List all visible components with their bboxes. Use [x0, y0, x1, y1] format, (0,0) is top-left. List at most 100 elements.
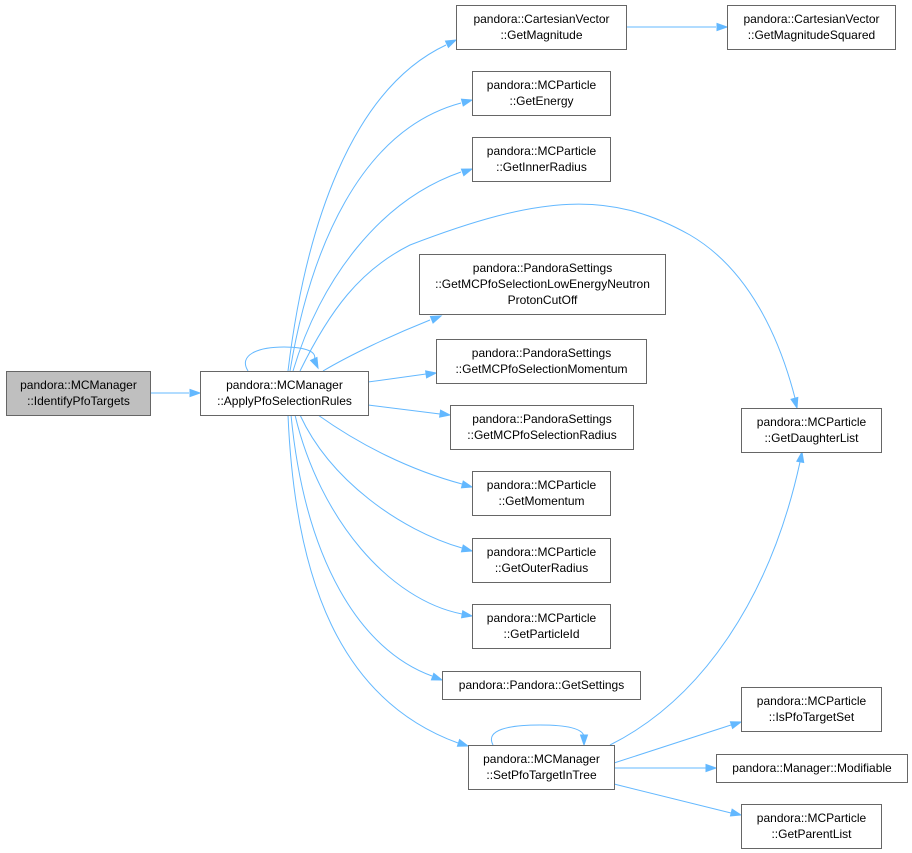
edge-arrowhead [430, 672, 444, 681]
edge-setPfoTarget-to-getParentList [613, 783, 743, 817]
edge-line [299, 203, 796, 399]
edge-apply-to-getMagnitude [287, 39, 458, 372]
node-label-line: ::GetMCPfoSelectionLowEnergyNeutron [435, 277, 650, 291]
node-label-line: ::GetMCPfoSelectionRadius [467, 428, 616, 442]
edge-arrowhead [460, 610, 474, 619]
node-getParentList[interactable]: pandora::MCParticle::GetParentList [741, 804, 882, 849]
node-box [741, 408, 882, 453]
node-getOuterRadius[interactable]: pandora::MCParticle::GetOuterRadius [472, 538, 611, 583]
node-label-line: pandora::CartesianVector [743, 12, 879, 26]
node-getMomentum[interactable]: pandora::MCParticle::GetMomentum [472, 471, 611, 516]
edge-arrowhead [309, 356, 319, 370]
node-label-line: pandora::MCParticle [757, 415, 867, 429]
edge-arrowhead [790, 396, 799, 410]
node-box [727, 5, 896, 50]
node-box [200, 371, 369, 416]
node-label-line: ::GetDaughterList [764, 431, 859, 445]
edge-line [322, 319, 431, 372]
edge-line [287, 44, 447, 372]
node-label-line: pandora::Manager::Modifiable [732, 761, 892, 775]
edge-line [609, 461, 801, 746]
node-label-line: ::GetMagnitude [500, 28, 582, 42]
node-box [6, 371, 151, 416]
edge-apply-to-getSelMomentum [367, 370, 438, 383]
node-getLowEnergyNeutron[interactable]: pandora::PandoraSettings::GetMCPfoSelect… [419, 254, 666, 315]
edge-apply-to-getDaughterList [299, 203, 799, 410]
edge-arrowhead [429, 315, 443, 324]
edge-line [317, 414, 463, 485]
node-getDaughterList[interactable]: pandora::MCParticle::GetDaughterList [741, 408, 882, 453]
edge-arrowhead [456, 738, 470, 747]
edge-apply-to-getSelRadius [367, 404, 452, 418]
node-label-line: ProtonCutOff [508, 293, 578, 307]
edge-apply-to-getOuterRadius [299, 414, 474, 553]
node-label-line: ::IsPfoTargetSet [769, 710, 855, 724]
edge-line [367, 404, 441, 415]
node-getParticleId[interactable]: pandora::MCParticle::GetParticleId [472, 604, 611, 649]
node-label-line: ::GetMomentum [498, 494, 584, 508]
node-box [468, 745, 615, 790]
edge-arrowhead [189, 388, 202, 398]
edge-line [490, 724, 585, 746]
edge-identify-to-apply [150, 388, 202, 398]
edges-layer [150, 22, 805, 817]
edge-arrowhead [579, 734, 589, 747]
edge-arrowhead [705, 763, 718, 773]
edge-setPfoTarget-to-getDaughterList [609, 450, 805, 746]
edge-arrowhead [460, 480, 474, 489]
node-label-line: ::GetInnerRadius [496, 160, 587, 174]
edge-line [294, 414, 463, 615]
node-label-line: pandora::MCParticle [487, 144, 597, 158]
edge-line [245, 346, 316, 372]
node-label-line: ::GetParticleId [503, 627, 579, 641]
edge-apply-to-getInnerRadius [292, 168, 474, 372]
node-getSettings[interactable]: pandora::Pandora::GetSettings [442, 671, 641, 700]
node-getMagnitudeSquared[interactable]: pandora::CartesianVector::GetMagnitudeSq… [727, 5, 896, 50]
node-label-line: pandora::MCManager [20, 378, 137, 392]
edge-setPfoTarget-to-isPfoTargetSet [613, 721, 743, 764]
edge-line [287, 414, 459, 744]
node-getEnergy[interactable]: pandora::MCParticle::GetEnergy [472, 71, 611, 116]
edge-line [613, 783, 732, 814]
node-label-line: pandora::MCParticle [487, 611, 597, 625]
edge-arrowhead [796, 450, 805, 464]
edge-arrowhead [460, 98, 474, 107]
node-apply[interactable]: pandora::MCManager::ApplyPfoSelectionRul… [200, 371, 369, 416]
node-box [472, 538, 611, 583]
node-setPfoTarget[interactable]: pandora::MCManager::SetPfoTargetInTree [468, 745, 615, 790]
node-getSelMomentum[interactable]: pandora::PandoraSettings::GetMCPfoSelect… [436, 339, 647, 384]
node-label-line: pandora::MCParticle [757, 694, 867, 708]
node-box [442, 671, 641, 700]
edge-apply-to-getLowEnergyNeutron [322, 315, 443, 372]
node-modifiable[interactable]: pandora::Manager::Modifiable [716, 754, 908, 783]
edge-line [367, 373, 427, 383]
node-label-line: pandora::Pandora::GetSettings [459, 678, 624, 692]
node-getMagnitude[interactable]: pandora::CartesianVector::GetMagnitude [456, 5, 627, 50]
edge-line [299, 414, 463, 549]
edge-apply-to-getSettings [290, 414, 444, 681]
node-identify[interactable]: pandora::MCManager::IdentifyPfoTargets [6, 371, 151, 416]
edge-setPfoTarget-to-modifiable [614, 763, 718, 773]
node-label-line: ::IdentifyPfoTargets [27, 394, 130, 408]
nodes-layer: pandora::MCManager::IdentifyPfoTargetspa… [6, 5, 908, 849]
node-box [741, 804, 882, 849]
node-label-line: ::GetParentList [771, 827, 852, 841]
node-label-line: ::ApplyPfoSelectionRules [217, 394, 352, 408]
edge-arrowhead [444, 39, 458, 49]
node-label-line: pandora::MCManager [483, 752, 600, 766]
edge-line [292, 171, 462, 372]
edge-apply-to-setPfoTarget [287, 414, 470, 747]
node-box [472, 471, 611, 516]
node-getInnerRadius[interactable]: pandora::MCParticle::GetInnerRadius [472, 137, 611, 182]
node-label-line: pandora::MCParticle [487, 545, 597, 559]
node-label-line: pandora::PandoraSettings [472, 412, 611, 426]
node-getSelRadius[interactable]: pandora::PandoraSettings::GetMCPfoSelect… [450, 405, 634, 450]
node-box [450, 405, 634, 450]
node-label-line: ::GetMagnitudeSquared [748, 28, 875, 42]
edge-apply-to-apply [245, 346, 319, 372]
node-label-line: pandora::MCParticle [757, 811, 867, 825]
node-label-line: ::SetPfoTargetInTree [486, 768, 597, 782]
edge-arrowhead [439, 409, 452, 418]
node-isPfoTargetSet[interactable]: pandora::MCParticle::IsPfoTargetSet [741, 687, 882, 732]
